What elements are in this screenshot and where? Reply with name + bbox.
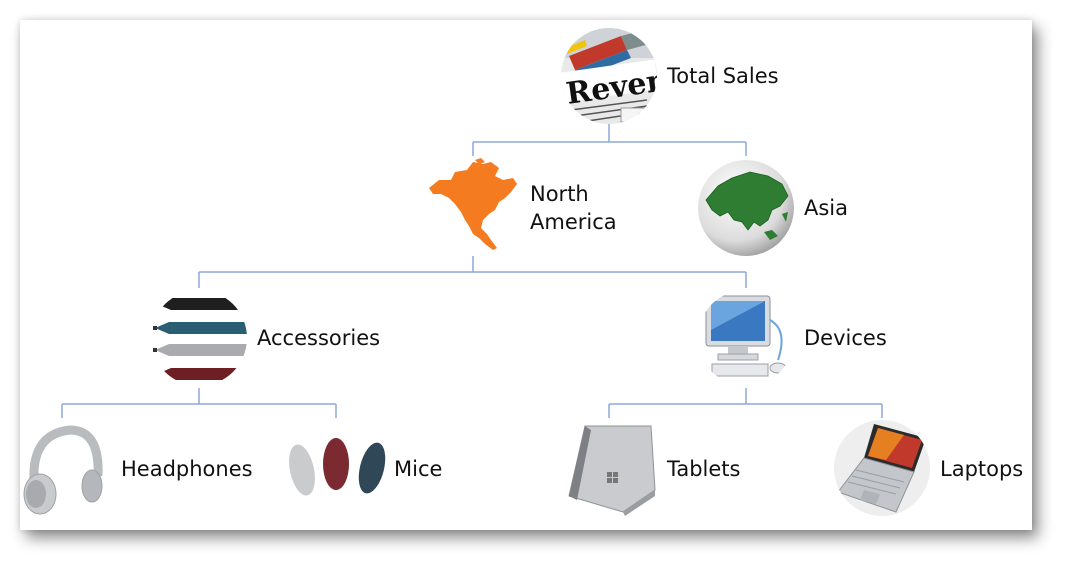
label-north-america: North America — [530, 182, 617, 234]
label-devices: Devices — [804, 326, 887, 350]
label-headphones: Headphones — [121, 457, 253, 481]
connector-total-sales — [472, 124, 747, 156]
revenue-newspaper-icon: Revenue — [561, 28, 657, 124]
label-asia: Asia — [804, 196, 849, 220]
connector-north-america — [198, 256, 747, 288]
tablet-icon — [563, 420, 659, 516]
headphones-icon — [14, 420, 110, 516]
connector-devices — [608, 388, 883, 418]
laptop-icon — [834, 420, 930, 516]
label-laptops: Laptops — [940, 457, 1024, 481]
label-tablets: Tablets — [667, 457, 741, 481]
label-mice: Mice — [394, 457, 443, 481]
label-accessories: Accessories — [257, 326, 381, 350]
north-america-map-icon — [425, 158, 521, 254]
label-total-sales: Total Sales — [667, 64, 779, 88]
mice-icon — [288, 434, 388, 498]
surface-pens-icon — [151, 290, 247, 386]
connector-accessories — [61, 388, 337, 418]
asia-globe-icon — [698, 160, 794, 256]
desktop-computer-icon — [698, 290, 794, 386]
